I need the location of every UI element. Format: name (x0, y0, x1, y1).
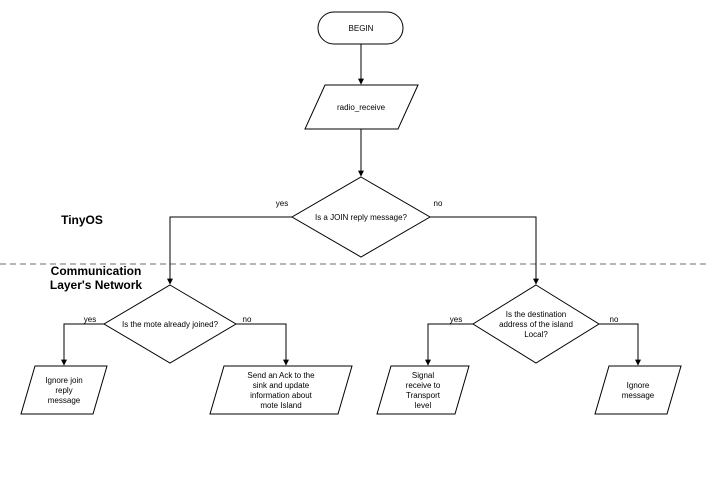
edge-local-no (599, 323, 641, 366)
node-label-line: radio_receive (337, 103, 386, 112)
ignore-message-io (594, 365, 682, 415)
node-label-line: sink and update (253, 381, 310, 390)
node-label-line: Ignore (627, 381, 650, 390)
node-label-line: reply (55, 386, 72, 395)
edge-join-yes (167, 216, 292, 285)
node-label-line: Is a JOIN reply message? (315, 213, 408, 222)
node-label-line: level (415, 401, 432, 410)
node-label-line: message (48, 396, 81, 405)
node-label-line: receive to (406, 381, 441, 390)
node-label-line: Is the mote already joined? (122, 320, 219, 329)
edge-label-local-no: no (610, 315, 619, 324)
edge-joined-no (236, 323, 289, 366)
already-joined-decision-label: Is the mote already joined? (122, 320, 219, 329)
node-label-line: Local? (524, 330, 548, 339)
region-label-layers-network: Layer's Network (50, 278, 143, 292)
ignore-join-reply-io (20, 365, 108, 415)
region-label-tinyos: TinyOS (61, 213, 103, 227)
send-ack-io (209, 365, 353, 415)
already-joined-decision (103, 284, 237, 364)
radio-receive-label: radio_receive (337, 103, 386, 112)
edge-joined-yes (61, 323, 104, 366)
begin-label: BEGIN (349, 24, 374, 33)
signal-transport-io (376, 365, 470, 415)
node-label-line: mote Island (260, 401, 301, 410)
region-label-communication: Communication (51, 264, 142, 278)
node-label-line: address of the island (499, 320, 573, 329)
edge-label-join-yes: yes (276, 199, 288, 208)
edge-label-joined-no: no (243, 315, 252, 324)
node-label-line: Is the destination (506, 310, 566, 319)
join-reply-decision-label: Is a JOIN reply message? (315, 213, 408, 222)
edge-local-yes (425, 323, 473, 366)
edge-join-no (430, 216, 539, 285)
radio-receive-io (304, 84, 419, 130)
node-label-line: Ignore join (45, 376, 82, 385)
edge-label-joined-yes: yes (84, 315, 96, 324)
join-reply-decision (291, 176, 431, 258)
destination-local-decision (472, 284, 600, 364)
node-label-line: BEGIN (349, 24, 374, 33)
node-label-line: message (622, 391, 655, 400)
node-label-line: Send an Ack to the (247, 371, 315, 380)
node-label-line: Transport (406, 391, 441, 400)
edge-label-join-no: no (434, 199, 443, 208)
node-label-line: Signal (412, 371, 434, 380)
node-label-line: information about (250, 391, 313, 400)
edge-label-local-yes: yes (450, 315, 462, 324)
